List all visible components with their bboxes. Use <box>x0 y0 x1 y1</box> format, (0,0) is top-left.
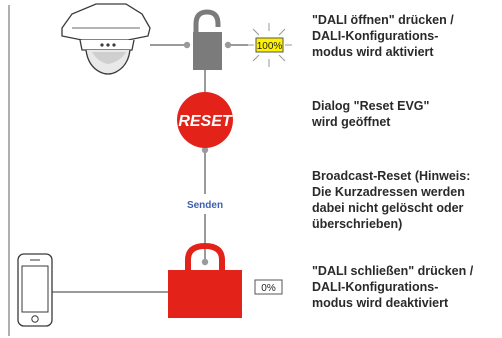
step-2-description: Dialog "Reset EVG" wird geöffnet <box>312 99 430 129</box>
step-3-description: Broadcast-Reset (Hinweis: Die Kurzadress… <box>312 169 471 231</box>
lock-open-icon <box>193 9 222 70</box>
step-4-description: "DALI schließen" drücken / DALI-Konfigur… <box>312 264 474 310</box>
lock-closed-icon <box>168 242 242 318</box>
lamp-off-icon: 0% <box>254 279 283 295</box>
smartphone-icon <box>17 253 53 327</box>
step-1-description: "DALI öffnen" drücken / DALI-Konfigurati… <box>312 13 454 59</box>
lamp-level-off-label: 0% <box>261 283 276 294</box>
connector-dots <box>183 41 232 266</box>
lamp-level-off-box <box>254 279 283 295</box>
reset-label: RESET <box>178 113 233 130</box>
lamp-level-on-label: 100% <box>257 41 283 52</box>
lamp-level-on-box <box>255 37 284 53</box>
send-label: Senden <box>187 200 223 211</box>
lamp-on-icon: 100% <box>247 23 292 67</box>
sensor-icon <box>61 3 151 75</box>
reset-button-icon: RESET <box>177 92 233 148</box>
